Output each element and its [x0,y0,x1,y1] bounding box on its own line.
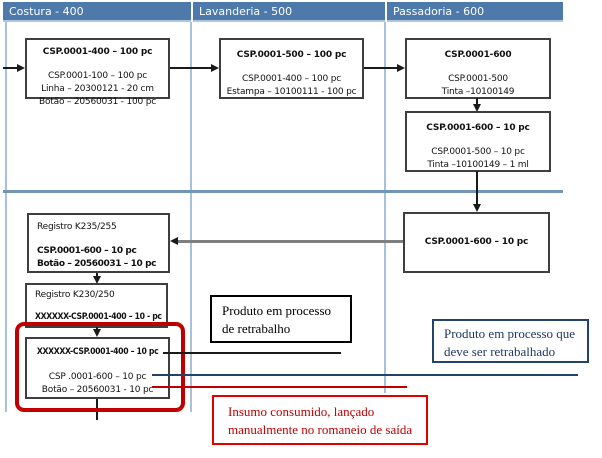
arrow-prod400-prod500 [170,67,211,69]
arrow-into-prod400 [3,67,18,69]
arrow-prod600-down-head [473,104,481,112]
arrow-return-line [178,240,403,243]
horizontal-section-divider [3,190,563,193]
box-prod600-10pc-line: Tinta –10100149 – 1 ml [427,160,529,170]
arrow-k230-retrabalho [96,327,98,330]
box-prod400-line: CSP.0001-100 – 100 pc [48,71,147,81]
box-retrabalho-line: Botão – 20560031 - 10 pc [41,385,154,395]
box-registro-k235-title: Registro K235/255 [37,222,117,232]
annotation-deve-ser-retrabalhado: Produto em processo que deve ser retraba… [432,319,589,363]
box-registro-k230: Registro K230/250 XXXXXX-CSP.0001-400 – … [25,283,168,328]
box-registro-k235: Registro K235/255 CSP.0001-600 – 10 pc B… [27,213,170,273]
box-prod400-line: Linha – 20300121 - 20 cm [41,84,154,94]
arrow-k235-k230 [96,273,98,277]
box-prod600-line: Tinta –10100149 [441,87,515,97]
highlight-red-rect [15,322,185,412]
callout-line-black [163,352,341,354]
arrow-prod500-prod600 [364,67,397,69]
box-retrabalho-title: XXXXXX-CSP.0001-400 – 10 pc [36,347,159,357]
box-prod600-10pc-line: CSP.0001-500 – 10 pc [431,147,525,157]
lane-header-costura: Costura - 400 [3,2,191,22]
box-prod600-title: CSP.0001-600 [444,50,512,60]
lane-border-costura-lavanderia [190,22,192,412]
lane-header-passadoria: Passadoria - 600 [387,2,563,22]
box-retrabalho-line: CSP .0001-600 – 10 pc [48,372,147,382]
lane-border-left [5,22,7,412]
callout-line-navy [152,374,578,376]
box-prod600-return: CSP.0001-600 – 10 pc [403,212,550,273]
arrow-return-head [170,237,178,245]
annotation-processo-retrabalho: Produto em processo de retrabalho [210,295,352,343]
box-retrabalho: XXXXXX-CSP.0001-400 – 10 pc CSP .0001-60… [25,337,170,399]
box-registro-k230-line: XXXXXX-CSP.0001-400 – 10 - pc [35,312,162,322]
arrow-prod400-prod500-head [211,64,219,72]
box-prod600-line: CSP.0001-500 [448,74,508,84]
box-prod400: CSP.0001-400 – 100 pc CSP.0001-100 – 100… [25,38,170,107]
box-prod500-line: CSP.0001-400 – 100 pc [242,74,341,84]
box-prod400-line: Botão – 20560031 - 100 pc [39,97,156,107]
box-prod600-10pc-title: CSP.0001-600 – 10 pc [426,123,530,133]
lane-border-lavanderia-passadoria [384,22,386,393]
arrow-k230-retrabalho-head [93,329,101,337]
box-registro-k235-line: Botão – 20560031 – 10 pc [37,259,157,269]
box-registro-k230-title: Registro K230/250 [35,290,115,300]
box-registro-k235-line: CSP.0001-600 – 10 pc [37,246,137,256]
arrow-into-prod400-head [17,64,25,72]
annotation-insumo-consumido: Insumo consumido, lançado manualmente no… [212,395,428,445]
arrow-prod500-prod600-head [397,64,405,72]
arrow-prod600-10pc-down-head [473,204,481,212]
box-prod600-10pc: CSP.0001-600 – 10 pc CSP.0001-500 – 10 p… [405,111,551,172]
callout-line-red [152,386,407,388]
arrow-k235-k230-head [93,276,101,284]
box-prod400-title: CSP.0001-400 – 100 pc [42,47,153,57]
box-prod500-title: CSP.0001-500 – 100 pc [236,50,347,60]
arrow-prod600-down [476,98,478,104]
box-prod600: CSP.0001-600 CSP.0001-500 Tinta –1010014… [405,38,551,99]
box-prod600-return-title: CSP.0001-600 – 10 pc [424,237,529,247]
box-prod500: CSP.0001-500 – 100 pc CSP.0001-400 – 100… [219,38,364,99]
lane-header-lavanderia: Lavanderia - 500 [193,2,385,22]
arrow-prod600-10pc-down [476,171,478,204]
box-prod500-line: Estampa – 10100111 - 100 pc [226,87,357,97]
